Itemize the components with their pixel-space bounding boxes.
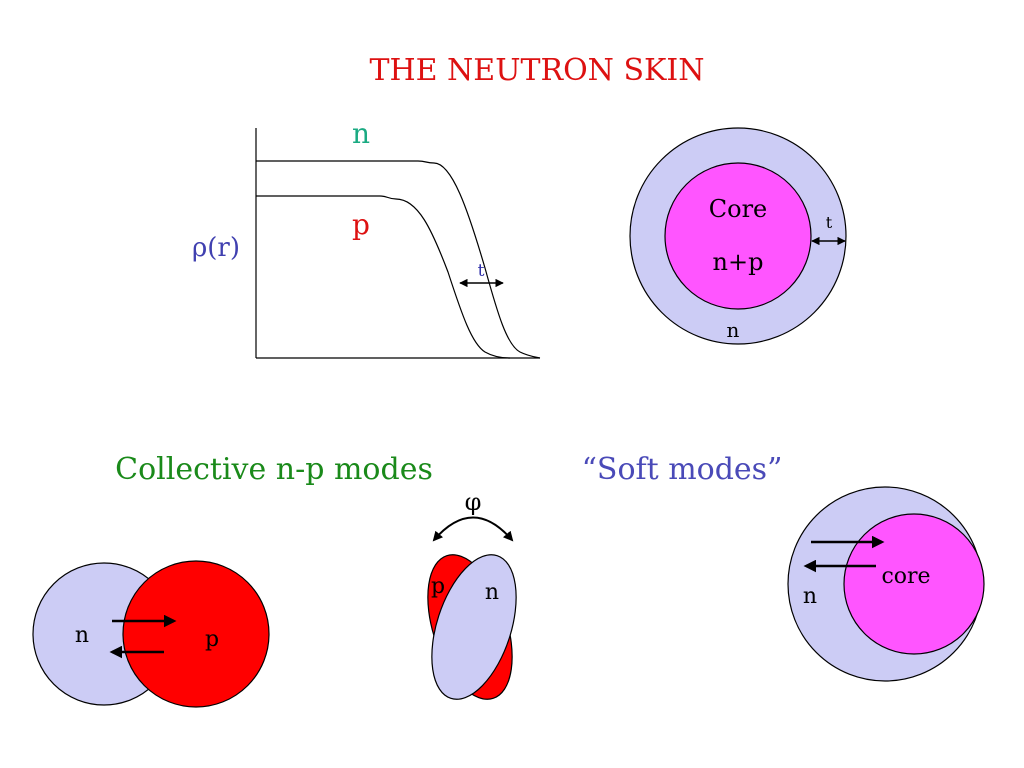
soft-core-circle: [843, 513, 985, 655]
collective-modes-heading: Collective n-p modes: [115, 452, 433, 487]
scissors-neutron-label: n: [485, 580, 499, 605]
core-label: Core: [709, 195, 768, 223]
page-title: THE NEUTRON SKIN: [369, 53, 704, 88]
dipole-neutron-label: n: [75, 623, 89, 648]
skin-thickness-label: t: [478, 261, 485, 281]
proton-sphere: [122, 560, 270, 708]
core-composition-label: n+p: [713, 248, 764, 276]
soft-modes-heading: “Soft modes”: [582, 452, 783, 487]
scissors-proton-label: p: [431, 574, 445, 599]
soft-core-label: core: [881, 564, 930, 589]
dipole-mode-diagram: n p: [32, 560, 270, 708]
soft-mode-diagram: core n: [787, 486, 985, 682]
y-axis-label: ρ(r): [192, 233, 240, 263]
nucleus-diagram: Core n+p t n: [629, 127, 847, 345]
skin-width-label: t: [826, 213, 833, 232]
angle-label: φ: [465, 488, 482, 516]
dipole-proton-label: p: [205, 627, 219, 652]
density-plot: t n p ρ(r): [192, 117, 541, 359]
core-circle: [664, 162, 812, 310]
proton-curve-label: p: [352, 208, 370, 241]
neutron-density-curve: [256, 160, 541, 359]
angle-arc: [432, 516, 514, 542]
proton-density-curve: [256, 195, 511, 359]
neutron-curve-label: n: [352, 117, 370, 150]
skin-neutron-label: n: [727, 318, 740, 342]
soft-neutron-label: n: [803, 584, 817, 609]
neutron-ellipsoid: [431, 554, 517, 700]
scissors-mode-diagram: φ p n: [427, 488, 517, 700]
